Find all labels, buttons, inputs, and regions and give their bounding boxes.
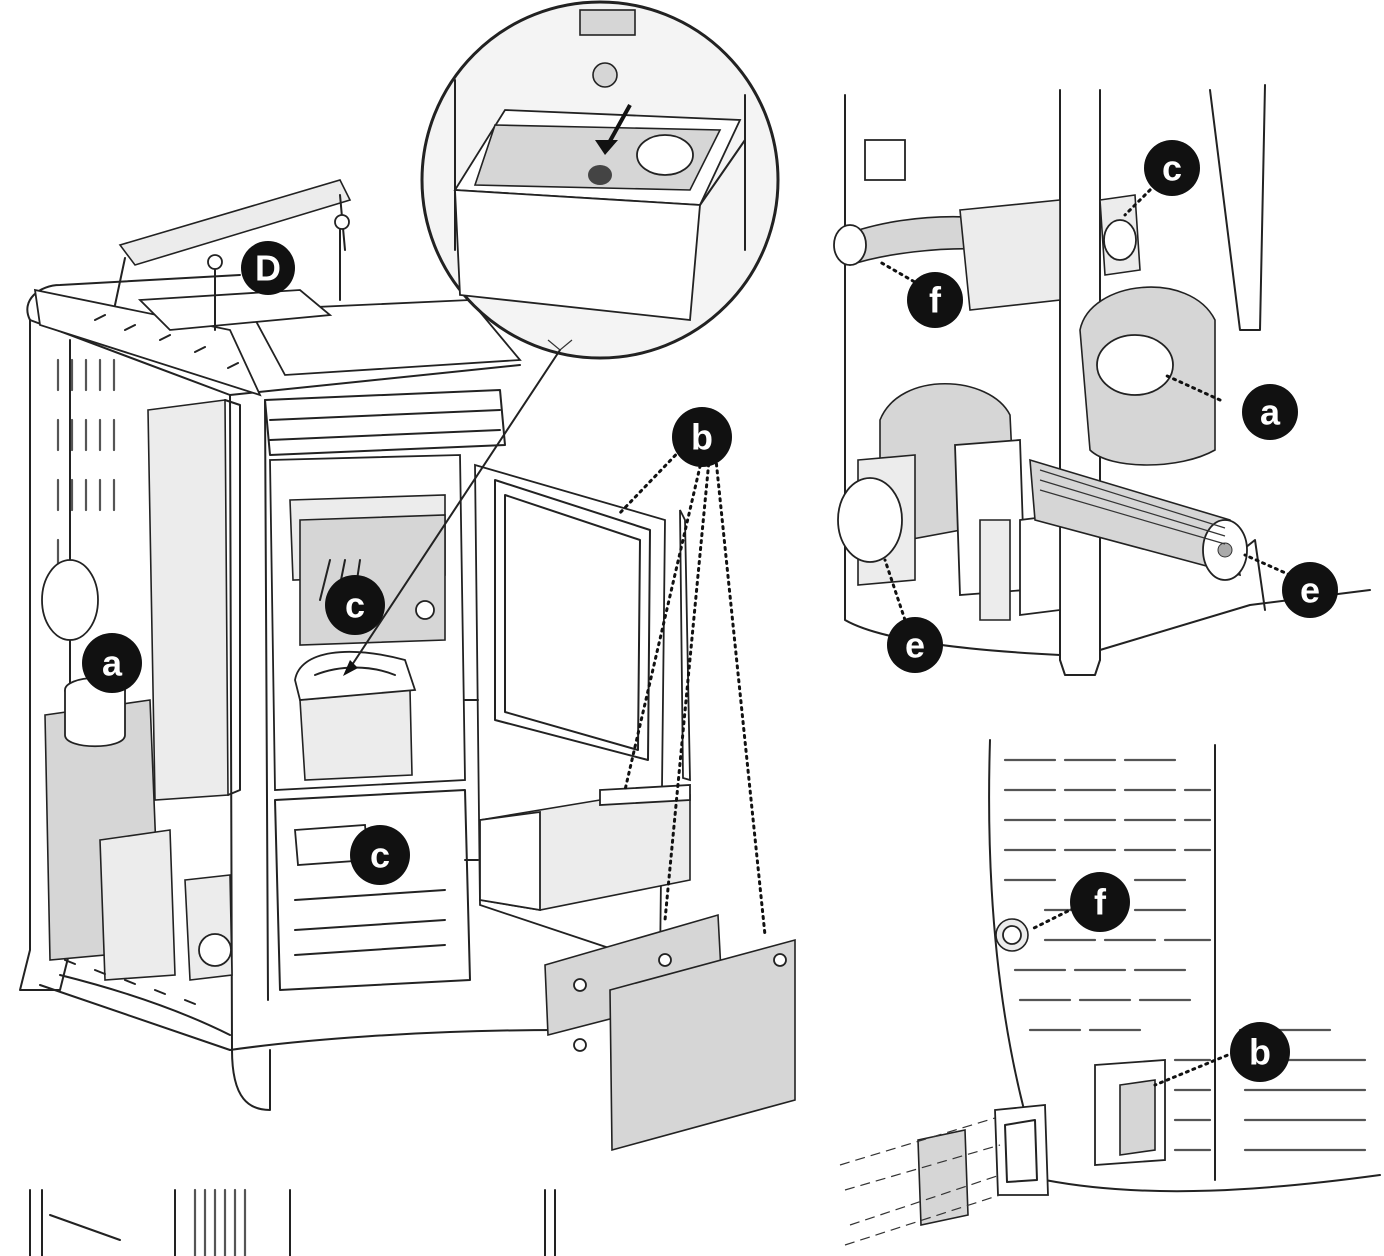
callout-c-upper: c bbox=[325, 575, 385, 635]
svg-text:c: c bbox=[345, 585, 365, 626]
bottom-partial-view bbox=[29, 1188, 556, 1256]
rear-vent-slots bbox=[1003, 758, 1212, 1152]
svg-text:c: c bbox=[1162, 148, 1182, 189]
stove-main-view bbox=[19, 179, 796, 1152]
rear-cover-plate bbox=[917, 1129, 969, 1226]
hopper-lid-D bbox=[118, 179, 352, 266]
svg-text:b: b bbox=[691, 417, 713, 458]
svg-text:D: D bbox=[255, 248, 281, 289]
callout-D: D bbox=[241, 241, 295, 295]
callout-e-motor-left: e bbox=[887, 617, 943, 673]
rear-panel-view bbox=[839, 739, 1381, 1246]
detail-zoom-circle bbox=[343, 0, 780, 676]
side-flue-hole bbox=[41, 559, 99, 641]
callout-b-rear: b bbox=[1230, 1022, 1290, 1082]
callout-c-motor: c bbox=[1144, 140, 1200, 196]
callout-a-motor: a bbox=[1242, 384, 1298, 440]
motor-compartment-view bbox=[833, 84, 1371, 676]
lower-panel-2 bbox=[609, 938, 796, 1152]
svg-text:a: a bbox=[1260, 392, 1281, 433]
burn-pot bbox=[299, 689, 413, 781]
callout-b-main: b bbox=[672, 407, 732, 467]
svg-text:e: e bbox=[1300, 570, 1320, 611]
callout-e-motor-right: e bbox=[1282, 562, 1338, 618]
callout-f-rear: f bbox=[1070, 872, 1130, 932]
callout-c-lower: c bbox=[350, 825, 410, 885]
svg-text:c: c bbox=[370, 835, 390, 876]
vertical-duct bbox=[147, 399, 229, 801]
callout-a-main: a bbox=[82, 633, 142, 693]
svg-text:b: b bbox=[1249, 1032, 1271, 1073]
svg-text:f: f bbox=[1094, 882, 1107, 923]
svg-text:e: e bbox=[905, 625, 925, 666]
rear-access-hatch-b bbox=[1119, 1079, 1156, 1156]
callout-f-motor: f bbox=[907, 272, 963, 328]
svg-text:f: f bbox=[929, 280, 942, 321]
side-vent-slots bbox=[56, 358, 116, 572]
svg-text:a: a bbox=[102, 643, 123, 684]
